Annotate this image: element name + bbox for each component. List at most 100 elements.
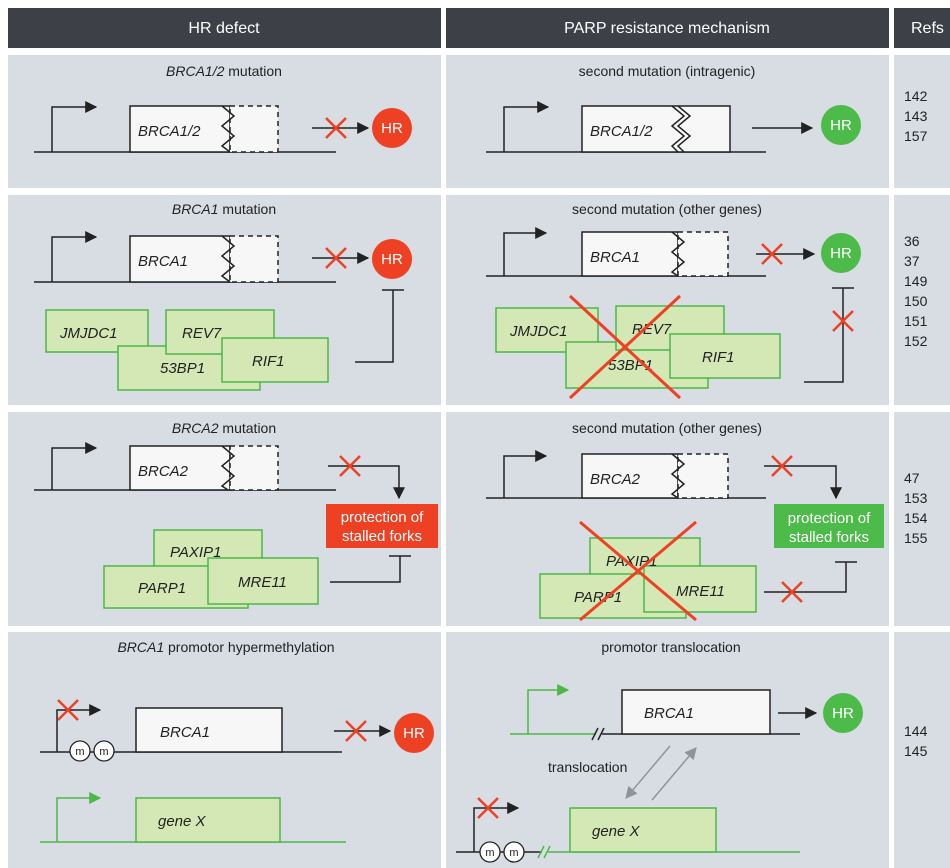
gene-label: BRCA2 bbox=[138, 463, 189, 480]
ref: 36 bbox=[904, 233, 920, 249]
promoter-arrow bbox=[56, 704, 102, 752]
gene-label: gene X bbox=[158, 813, 207, 830]
mutation-zigzag-second bbox=[676, 105, 692, 153]
ref: 47 bbox=[904, 470, 920, 486]
large-cross-icon bbox=[568, 294, 682, 400]
block-cross-icon bbox=[761, 243, 783, 265]
gene-x-box bbox=[569, 807, 717, 853]
gene-label: BRCA1 bbox=[590, 249, 640, 266]
ref: 151 bbox=[904, 313, 928, 329]
caption-r2-c1: BRCA1 mutation bbox=[172, 201, 276, 217]
promoter-arrow bbox=[51, 442, 98, 490]
block-cross-icon bbox=[325, 117, 347, 139]
box-label: MRE11 bbox=[676, 583, 725, 600]
protein-box-rif1 bbox=[221, 337, 329, 383]
panel-r4-c3 bbox=[894, 632, 950, 868]
ref: 144 bbox=[904, 723, 928, 739]
gene-label: BRCA1 bbox=[644, 705, 694, 722]
promoter-arrow bbox=[473, 802, 520, 852]
block-cross-icon bbox=[345, 720, 367, 742]
arrow-to-protection bbox=[764, 465, 842, 500]
translocation-label: translocation bbox=[548, 759, 627, 775]
block-cross-icon bbox=[339, 455, 361, 477]
methyl-group bbox=[69, 740, 91, 762]
promoter-arrow bbox=[503, 227, 548, 276]
gene-label: BRCA1 bbox=[138, 253, 188, 270]
gene-box bbox=[129, 235, 231, 283]
promoter-arrow-green bbox=[56, 792, 102, 842]
inhibition-line bbox=[355, 290, 394, 363]
header-hr-defect: HR defect bbox=[188, 20, 260, 37]
promoter-arrow bbox=[503, 101, 550, 152]
block-cross-icon bbox=[771, 455, 793, 477]
hr-label: HR bbox=[403, 725, 425, 742]
ref: 152 bbox=[904, 333, 928, 349]
box-label: JMJDC1 bbox=[59, 325, 118, 342]
caption-r1-c1: BRCA1/2 mutation bbox=[166, 63, 282, 79]
ref: 157 bbox=[904, 128, 928, 144]
gene-label: gene X bbox=[592, 823, 641, 840]
break-marks bbox=[591, 727, 605, 741]
protein-box-jmjdc1 bbox=[45, 309, 149, 353]
box-label: REV7 bbox=[182, 325, 222, 342]
block-cross-icon bbox=[57, 699, 79, 721]
gene-deleted-part bbox=[229, 105, 279, 153]
mutation-zigzag bbox=[220, 105, 236, 153]
box-label: PARP1 bbox=[138, 580, 186, 597]
box-label: 53BP1 bbox=[160, 360, 205, 377]
hr-circle-red bbox=[372, 108, 412, 148]
caption-r3-c1: BRCA2 mutation bbox=[172, 420, 276, 436]
header-parp-resistance: PARP resistance mechanism bbox=[564, 20, 770, 37]
gene-box bbox=[581, 453, 679, 499]
ref: 37 bbox=[904, 253, 920, 269]
caption-r2-c2: second mutation (other genes) bbox=[572, 201, 762, 217]
protein-box-mre11 bbox=[643, 565, 757, 613]
gene-box bbox=[621, 689, 771, 735]
methyl-label: m bbox=[75, 746, 84, 758]
panel-r3-c3 bbox=[894, 412, 950, 626]
mutation-zigzag bbox=[670, 453, 686, 499]
translocation-arrow-down bbox=[625, 745, 671, 799]
hr-label: HR bbox=[830, 117, 852, 134]
inhibition-line bbox=[330, 556, 401, 583]
gene-label: BRCA1/2 bbox=[590, 123, 653, 140]
ref: 155 bbox=[904, 530, 928, 546]
hr-circle-red bbox=[372, 239, 412, 279]
block-cross-icon bbox=[325, 247, 347, 269]
protection-label: stalled forks bbox=[789, 529, 869, 546]
box-label: PAXIP1 bbox=[170, 544, 221, 561]
break-marks bbox=[537, 845, 551, 859]
gene-label: BRCA1 bbox=[160, 724, 210, 741]
methyl-group bbox=[93, 740, 115, 762]
caption-r4-c1: BRCA1 promotor hypermethylation bbox=[117, 639, 334, 655]
ref: 149 bbox=[904, 273, 928, 289]
hr-label: HR bbox=[832, 705, 854, 722]
hr-circle-green bbox=[821, 233, 861, 273]
ref: 143 bbox=[904, 108, 928, 124]
ref: 153 bbox=[904, 490, 928, 506]
hr-circle-red bbox=[394, 713, 434, 753]
large-cross-icon bbox=[579, 520, 697, 622]
methyl-group bbox=[479, 841, 501, 863]
mutation-zigzag bbox=[670, 105, 686, 153]
box-label: RIF1 bbox=[252, 353, 285, 370]
gene-deleted-part bbox=[677, 453, 729, 499]
gene-label: BRCA2 bbox=[590, 471, 641, 488]
hr-label: HR bbox=[381, 251, 403, 268]
panel-r2-c3 bbox=[894, 195, 950, 405]
methyl-label: m bbox=[509, 847, 518, 859]
gene-deleted-part bbox=[229, 235, 279, 283]
box-label: JMJDC1 bbox=[509, 323, 568, 340]
panel-r1-c3 bbox=[894, 55, 950, 188]
gene-box bbox=[135, 707, 283, 753]
block-cross-icon bbox=[781, 581, 803, 603]
promoter-arrow bbox=[51, 231, 98, 282]
translocation-arrow-up bbox=[651, 747, 697, 801]
mutation-zigzag bbox=[220, 235, 236, 283]
header-col1 bbox=[8, 8, 441, 48]
caption-r3-c2: second mutation (other genes) bbox=[572, 420, 762, 436]
block-cross-icon bbox=[477, 797, 499, 819]
protection-box-red bbox=[326, 504, 438, 548]
methyl-group bbox=[503, 841, 525, 863]
